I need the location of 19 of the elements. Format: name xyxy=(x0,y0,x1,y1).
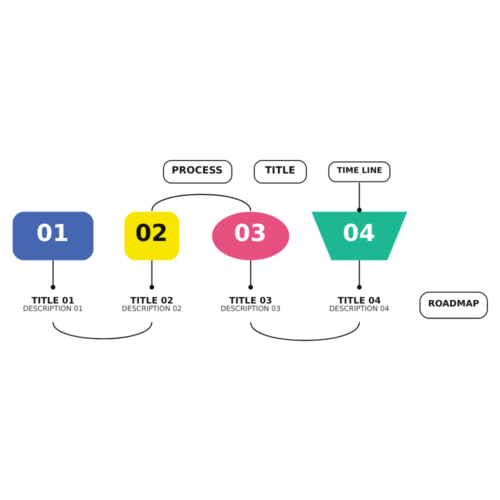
node-ellipse: 03 xyxy=(212,211,290,260)
node-box: PROCESS xyxy=(163,160,232,183)
connector xyxy=(250,322,360,340)
node-text: TITLE 01 DESCRIPTION 01 xyxy=(22,296,83,312)
node-box: 01 xyxy=(12,211,94,260)
node-text: TITLE 03 DESCRIPTION 03 xyxy=(220,296,281,312)
connector xyxy=(151,193,252,211)
connector xyxy=(357,182,362,212)
connector xyxy=(52,322,152,339)
connector xyxy=(248,260,253,290)
connector xyxy=(150,260,154,290)
node-box: ROADMAP xyxy=(420,291,488,318)
connector xyxy=(357,260,362,290)
node-box: TITLE xyxy=(254,160,307,183)
node-text: TITLE 02 DESCRIPTION 02 xyxy=(122,296,182,312)
node-box: TIME LINE xyxy=(328,161,390,182)
connector xyxy=(50,260,56,290)
node-box: 02 xyxy=(124,211,180,260)
node-text: TITLE 04 DESCRIPTION 04 xyxy=(329,296,390,312)
